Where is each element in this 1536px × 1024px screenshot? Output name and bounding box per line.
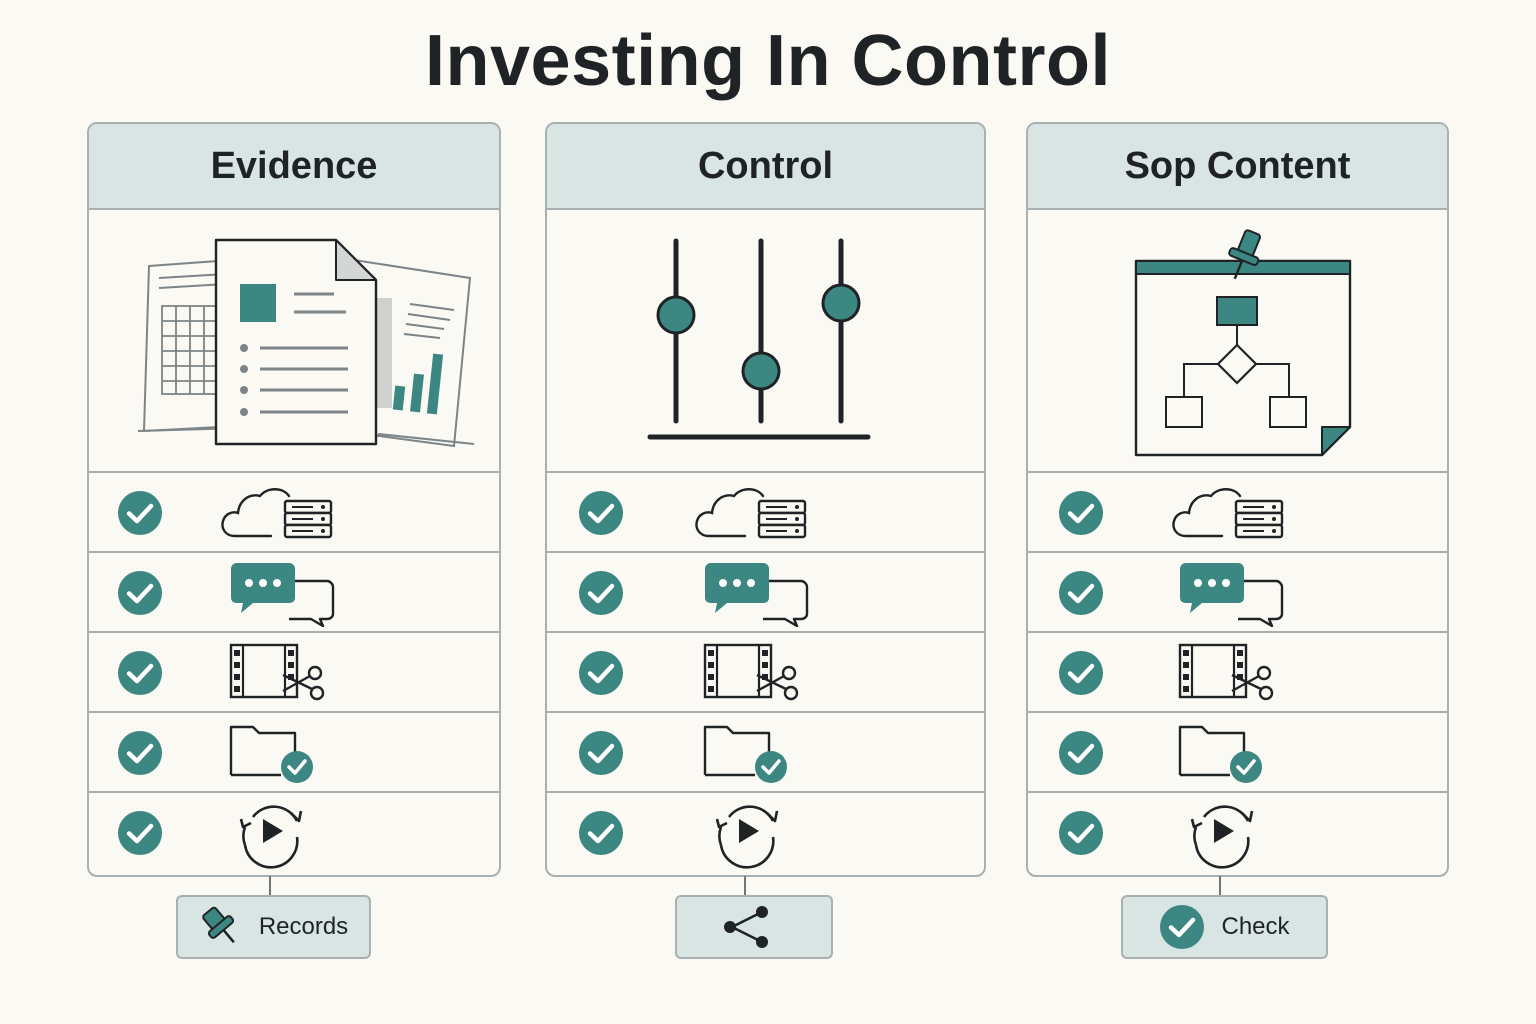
control-row-replay — [547, 793, 984, 873]
check-circle-icon — [117, 730, 163, 776]
check-circle-icon — [1058, 730, 1104, 776]
cloud-server-icon — [1170, 481, 1290, 545]
document-stack-icon — [137, 238, 474, 447]
folder-check-icon — [227, 721, 337, 785]
check-circle-icon — [578, 730, 624, 776]
folder-check-icon — [1176, 721, 1286, 785]
sop-content-panel: Sop Content — [1026, 122, 1449, 877]
film-scissors-icon — [227, 641, 337, 705]
control-connector — [744, 876, 746, 896]
check-circle-icon — [1058, 490, 1104, 536]
evidence-illustration — [89, 210, 499, 473]
check-circle-icon — [117, 650, 163, 696]
sop-content-row-replay — [1028, 793, 1447, 873]
share-button[interactable] — [675, 895, 833, 959]
sliders-icon — [647, 238, 870, 439]
sop-content-row-folder — [1028, 713, 1447, 793]
cloud-server-icon — [219, 481, 339, 545]
sop-content-header: Sop Content — [1028, 124, 1447, 210]
replay-play-icon — [231, 797, 311, 869]
check-circle-icon — [1159, 904, 1205, 950]
check-circle-icon — [578, 810, 624, 856]
evidence-row-film — [89, 633, 499, 713]
page-title: Investing In Control — [425, 21, 1111, 101]
sop-content-row-chat — [1028, 553, 1447, 633]
check-circle-icon — [117, 490, 163, 536]
pinned-flowchart-icon — [1134, 228, 1351, 456]
evidence-connector — [269, 876, 271, 896]
share-icon — [724, 906, 768, 948]
check-circle-icon — [117, 810, 163, 856]
evidence-row-chat — [89, 553, 499, 633]
film-scissors-icon — [701, 641, 811, 705]
check-circle-icon — [578, 650, 624, 696]
control-illustration — [547, 210, 984, 473]
check-circle-icon — [578, 570, 624, 616]
folder-check-icon — [701, 721, 811, 785]
evidence-row-cloud — [89, 473, 499, 553]
sop-content-row-film — [1028, 633, 1447, 713]
records-label: Records — [258, 913, 349, 940]
cloud-server-icon — [693, 481, 813, 545]
check-circle-icon — [1058, 810, 1104, 856]
check-circle-icon — [578, 490, 624, 536]
chat-bubbles-icon — [227, 561, 337, 627]
check-circle-icon — [1058, 650, 1104, 696]
check-circle-icon — [117, 570, 163, 616]
check-label: Check — [1221, 913, 1290, 940]
pushpin-icon — [202, 906, 235, 944]
evidence-panel: Evidence — [87, 122, 501, 877]
control-header: Control — [547, 124, 984, 210]
sop-content-row-cloud — [1028, 473, 1447, 553]
evidence-row-folder — [89, 713, 499, 793]
control-row-chat — [547, 553, 984, 633]
film-scissors-icon — [1176, 641, 1286, 705]
chat-bubbles-icon — [701, 561, 811, 627]
check-button[interactable]: Check — [1121, 895, 1328, 959]
control-row-folder — [547, 713, 984, 793]
replay-play-icon — [707, 797, 787, 869]
check-circle-icon — [1058, 570, 1104, 616]
evidence-row-replay — [89, 793, 499, 873]
sop-content-illustration — [1028, 210, 1447, 473]
control-row-cloud — [547, 473, 984, 553]
chat-bubbles-icon — [1176, 561, 1286, 627]
replay-play-icon — [1182, 797, 1262, 869]
evidence-header: Evidence — [89, 124, 499, 210]
control-panel: Control — [545, 122, 986, 877]
sop-content-connector — [1219, 876, 1221, 896]
control-row-film — [547, 633, 984, 713]
records-button[interactable]: Records — [176, 895, 371, 959]
